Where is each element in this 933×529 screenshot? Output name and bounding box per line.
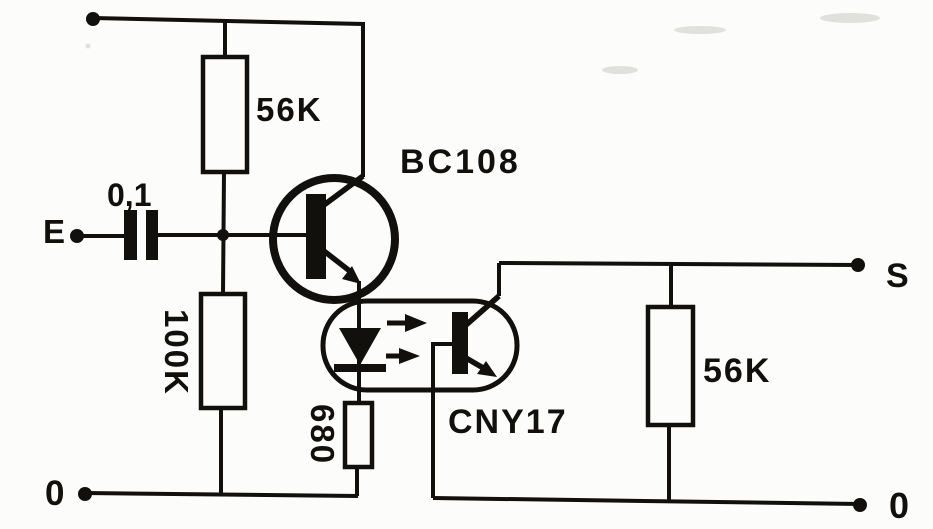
led-cathode-bar <box>334 364 386 372</box>
base-node-dot <box>217 229 229 241</box>
output-terminal-dot <box>851 258 865 272</box>
light-arrow-lower <box>386 348 420 364</box>
label-resistor-load: 56K <box>703 352 771 390</box>
label-capacitor-value: 0,1 <box>107 177 151 213</box>
wire-ground-right-rail <box>432 496 861 506</box>
label-optocoupler-part: CNY17 <box>448 403 568 441</box>
label-transistor-part: BC108 <box>400 143 521 181</box>
optocoupler-package-outline <box>320 298 520 393</box>
transistor-bc108 <box>269 173 399 304</box>
label-resistor-led: 680 <box>304 404 341 465</box>
label-output-terminal: S <box>886 257 909 295</box>
input-terminal-dot <box>70 229 84 243</box>
ground-left-terminal-dot <box>78 487 92 501</box>
label-resistor-bias-upper: 56K <box>256 91 323 128</box>
label-input-terminal: E <box>43 213 65 250</box>
label-resistor-bias-lower: 100K <box>158 309 195 396</box>
capacitor-plate-right <box>146 210 158 260</box>
resistor-load-body <box>645 304 696 428</box>
phototransistor-emitter-arrowhead <box>477 361 497 377</box>
wire-top-rail <box>92 16 365 177</box>
capacitor-coupling <box>124 210 158 260</box>
wire-output-rail <box>498 261 859 267</box>
wire-opto-base-lead <box>431 342 453 498</box>
optocoupler-cny17 <box>320 293 520 393</box>
resistor-led-body <box>342 400 375 470</box>
label-ground-left: 0 <box>45 474 64 513</box>
scan-noise <box>85 13 880 74</box>
phototransistor-base-bar <box>452 312 468 374</box>
resistor-bias-upper-body <box>200 54 250 175</box>
wire-ground-left-rail <box>84 491 359 498</box>
transistor-emitter-arrowhead <box>342 266 361 284</box>
phototransistor-collector-lead <box>464 293 501 328</box>
light-arrow-upper <box>387 314 427 332</box>
resistor-bias-lower-body <box>198 291 248 411</box>
transistor-base-bar <box>306 194 326 279</box>
capacitor-plate-left <box>124 210 137 260</box>
transistor-emitter-lead <box>322 248 353 275</box>
terminal-dots <box>70 12 867 512</box>
led-anode-triangle <box>339 328 381 365</box>
transistor-collector-lead <box>322 173 365 208</box>
supply-terminal-dot <box>86 12 100 26</box>
transistor-envelope <box>269 174 399 304</box>
ground-right-terminal-dot <box>853 498 867 512</box>
label-ground-right: 0 <box>889 485 909 526</box>
